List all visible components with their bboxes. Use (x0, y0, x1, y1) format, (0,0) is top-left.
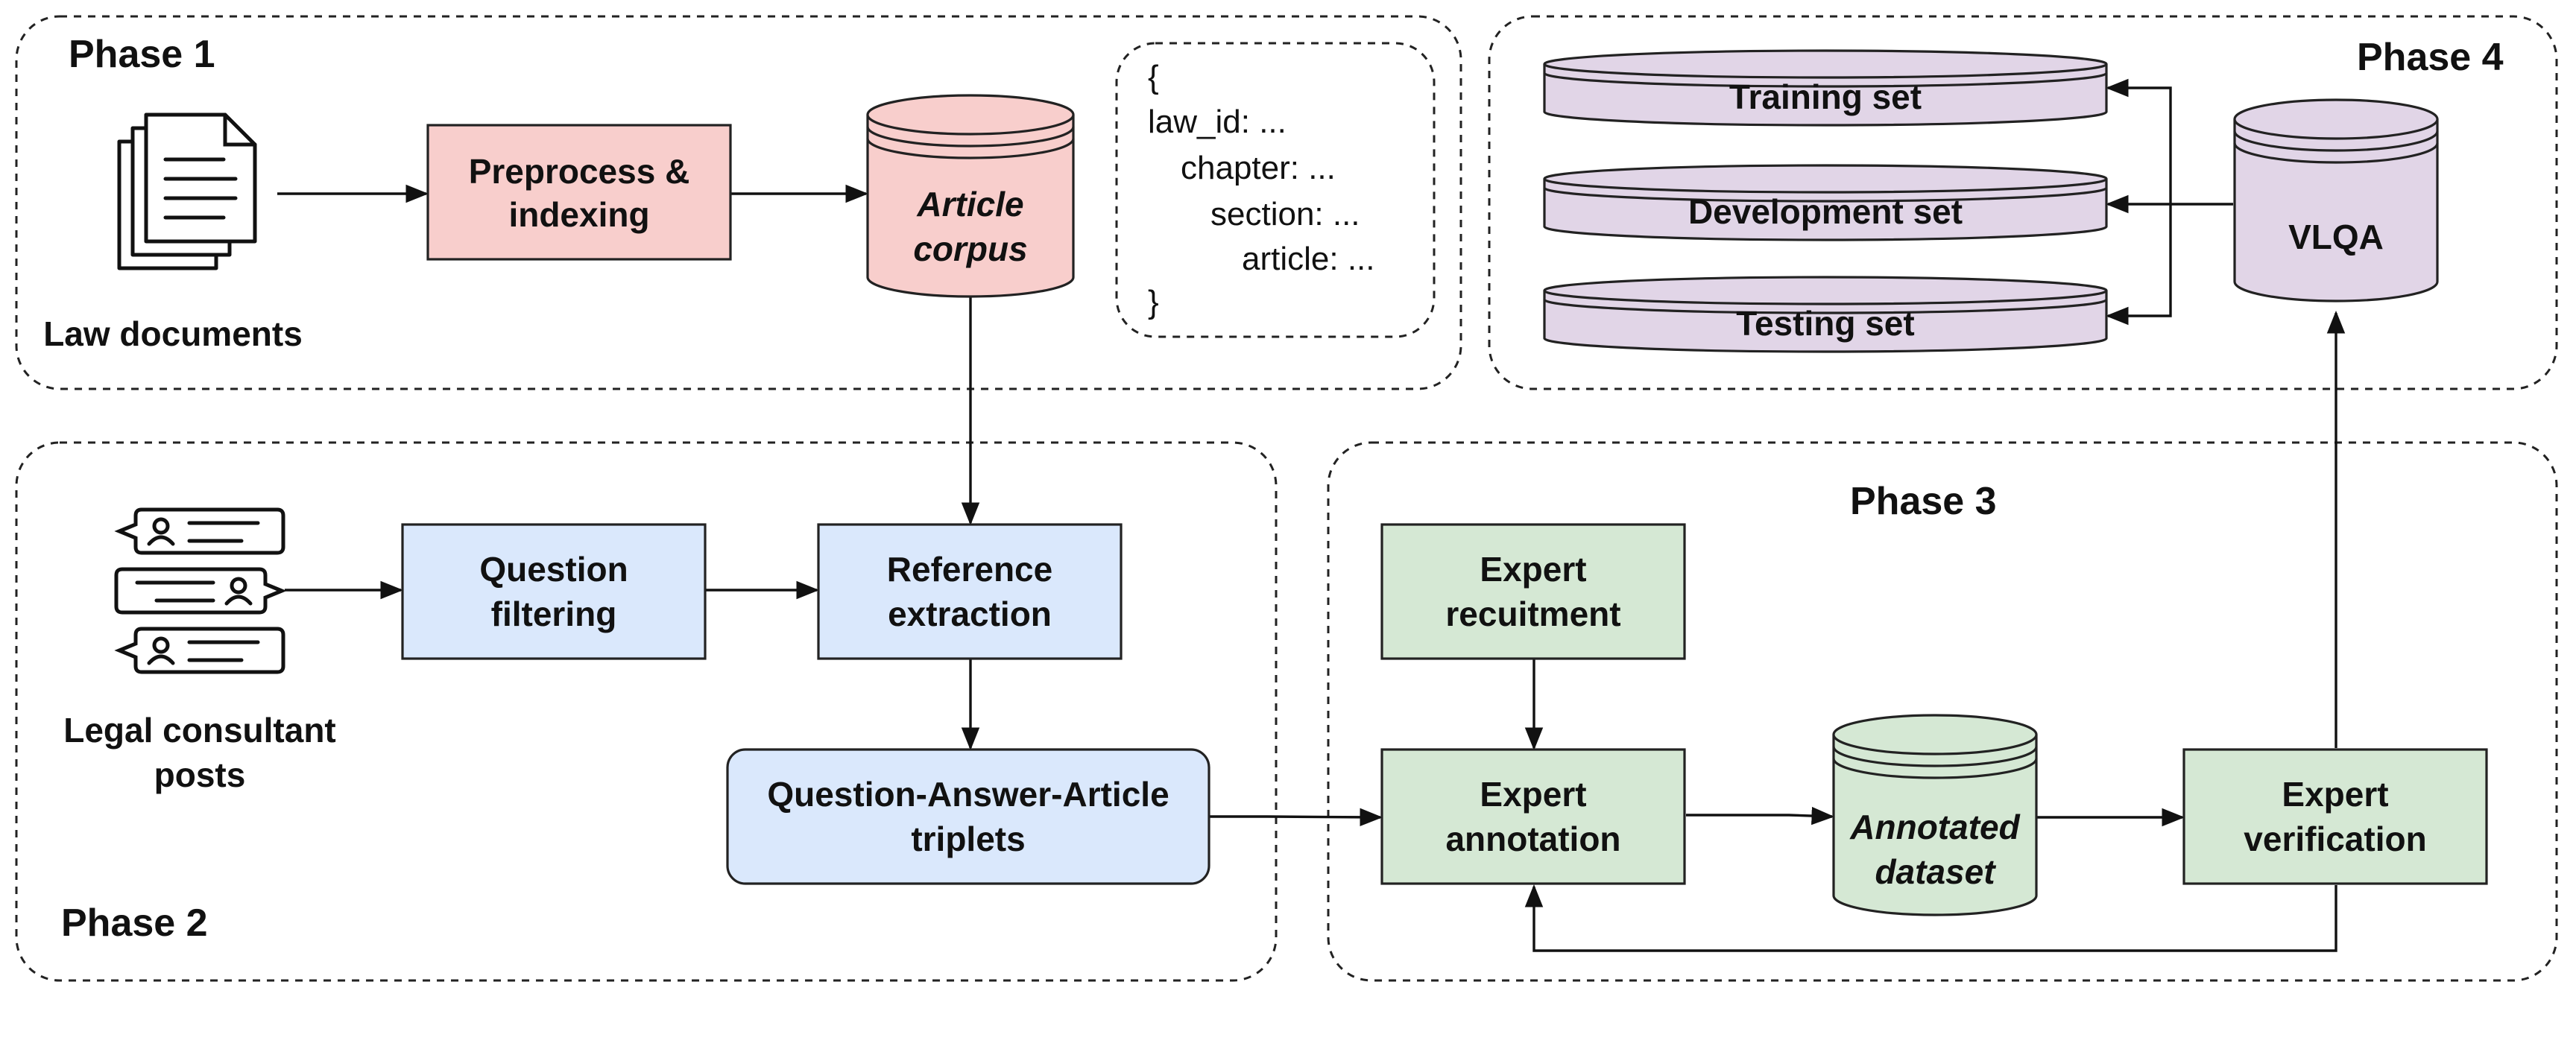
phase1-title: Phase 1 (69, 33, 215, 76)
svg-text:triplets: triplets (911, 820, 1025, 858)
svg-text:Expert: Expert (1480, 775, 1586, 814)
json-schema-box: { law_id: ... chapter: ... section: ... … (1115, 42, 1436, 338)
expert-recruitment-node: Expert recuitment (1380, 523, 1686, 660)
svg-text:Testing set: Testing set (1736, 304, 1914, 343)
svg-text:recuitment: recuitment (1445, 595, 1620, 633)
edge-vlqa-to-training (2105, 78, 2172, 204)
testing-set-db: Testing set (1543, 276, 2108, 353)
edge-verification-to-annotation (1524, 884, 2337, 952)
phase3-title: Phase 3 (1850, 480, 1997, 523)
article-corpus-db: Article corpus (866, 94, 1075, 298)
svg-text:law_id: ...: law_id: ... (1148, 104, 1287, 140)
svg-text:Annotated: Annotated (1849, 808, 2020, 846)
phase2-container (15, 441, 1278, 982)
svg-text:chapter: ...: chapter: ... (1181, 150, 1336, 186)
svg-text:VLQA: VLQA (2288, 218, 2384, 256)
legal-posts-label-line2: posts (154, 755, 246, 794)
documents-icon (117, 113, 257, 270)
svg-text:dataset: dataset (1875, 852, 1996, 891)
phase4-title: Phase 4 (2357, 36, 2504, 79)
svg-text:Question: Question (479, 550, 628, 589)
expert-annotation-node: Expert annotation (1380, 748, 1686, 885)
vlqa-db: VLQA (2233, 98, 2439, 302)
svg-text:Reference: Reference (887, 550, 1052, 589)
svg-text:}: } (1148, 284, 1159, 320)
svg-text:filtering: filtering (491, 595, 617, 633)
svg-text:extraction: extraction (888, 595, 1052, 633)
svg-text:Question-Answer-Article: Question-Answer-Article (767, 775, 1169, 814)
preprocess-indexing-node: Preprocess & indexing (426, 124, 732, 261)
training-set-db: Training set (1543, 49, 2108, 127)
svg-text:Development set: Development set (1688, 192, 1963, 231)
legal-posts-label-line1: Legal consultant (63, 711, 335, 750)
svg-text:indexing: indexing (508, 195, 649, 234)
svg-text:Expert: Expert (1480, 550, 1586, 589)
annotated-dataset-db: Annotated dataset (1832, 714, 2038, 916)
qa-article-triplets-node: Question-Answer-Article triplets (726, 748, 1210, 885)
svg-text:annotation: annotation (1445, 820, 1620, 858)
svg-text:corpus: corpus (913, 229, 1027, 268)
expert-verification-node: Expert verification (2182, 748, 2488, 885)
phase3-container (1327, 441, 2558, 982)
development-set-db: Development set (1543, 164, 2108, 241)
edge-vlqa-to-testing (2105, 204, 2172, 326)
edge-annotation-to-dataset (1686, 806, 1835, 826)
phase1-container (15, 15, 1462, 390)
phase2-title: Phase 2 (61, 902, 208, 945)
phase4-container (1488, 15, 2558, 390)
svg-text:verification: verification (2244, 820, 2426, 858)
svg-text:Article: Article (916, 185, 1023, 224)
svg-text:article: ...: article: ... (1242, 241, 1375, 277)
chat-posts-icon (114, 507, 287, 674)
svg-text:section: ...: section: ... (1210, 196, 1360, 232)
law-documents-label: Law documents (43, 314, 303, 353)
question-filtering-node: Question filtering (401, 523, 707, 660)
svg-text:Training set: Training set (1729, 77, 1922, 116)
svg-text:{: { (1148, 59, 1159, 95)
reference-extraction-node: Reference extraction (817, 523, 1123, 660)
svg-text:Expert: Expert (2282, 775, 2388, 814)
svg-text:Preprocess &: Preprocess & (469, 152, 690, 191)
